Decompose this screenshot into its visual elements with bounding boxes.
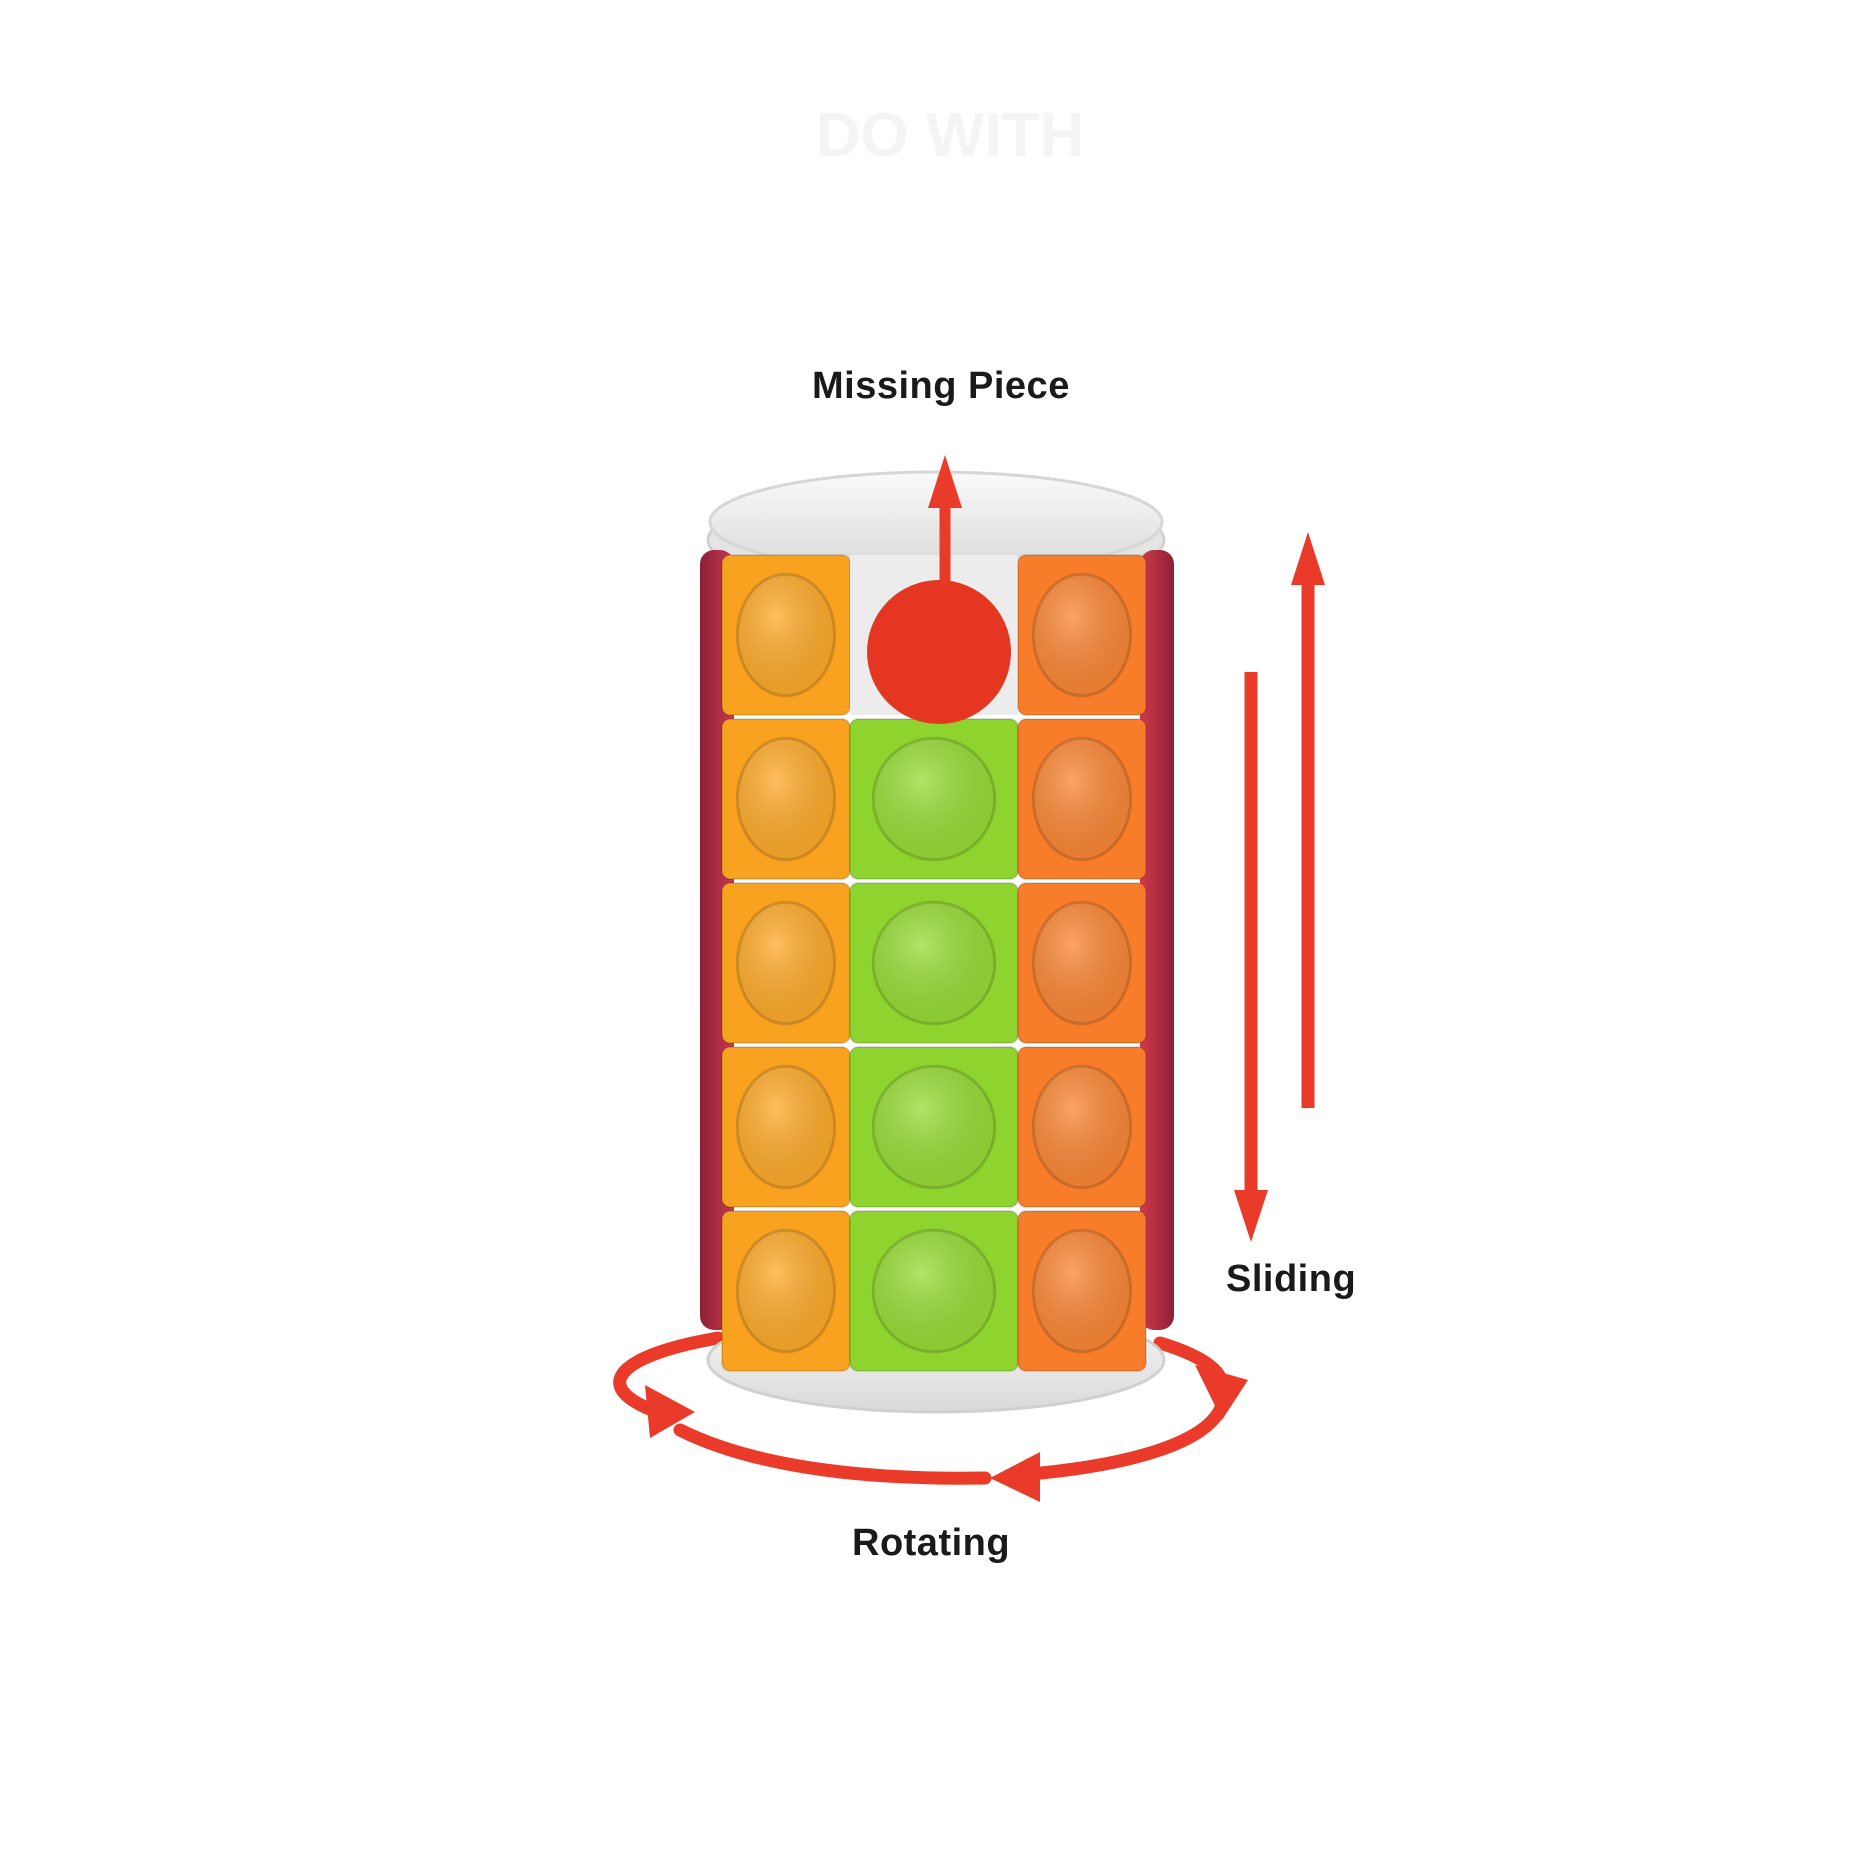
rotate-arrowhead-left <box>645 1385 695 1438</box>
faint-background-text: DO WITH <box>815 101 1085 170</box>
tile-bump-shade <box>873 1066 995 1188</box>
tile-bump-shade <box>1033 902 1131 1024</box>
tile-bump-shade <box>873 1230 995 1352</box>
tile-bump-shade <box>1033 1230 1131 1352</box>
rotate-arrowhead-right <box>1195 1365 1248 1420</box>
slide-up-arrowhead <box>1291 532 1325 585</box>
tile-bump-shade <box>737 1066 835 1188</box>
missing-piece-label: Missing Piece <box>812 365 1070 407</box>
tile-bump-shade <box>737 738 835 860</box>
tile-bump-shade <box>873 902 995 1024</box>
sliding-label: Sliding <box>1226 1258 1357 1300</box>
tile-bump-shade <box>737 1230 835 1352</box>
rotate-arc-bottom-left <box>673 1423 992 1485</box>
missing-piece-arrowhead <box>928 455 962 508</box>
tile-bump-shade <box>1033 574 1131 696</box>
rotating-label: Rotating <box>852 1522 1011 1564</box>
tile-bump-shade <box>1033 738 1131 860</box>
rotate-arc-left <box>613 1331 725 1417</box>
right-side-strip <box>1140 550 1174 1330</box>
tile-bump-shade <box>873 738 995 860</box>
rotate-arrowhead-bottom <box>990 1452 1040 1502</box>
sliding-arrows <box>1234 532 1325 1242</box>
tile-bump-shade <box>737 574 835 696</box>
slide-down-arrowhead <box>1234 1190 1268 1242</box>
tile-bump-shade <box>737 902 835 1024</box>
missing-piece-indicator <box>867 455 1011 724</box>
missing-piece-marker <box>867 580 1011 724</box>
rotate-arc-bottom-right <box>1013 1398 1229 1482</box>
tile-bump-shade <box>1033 1066 1131 1188</box>
rotating-arrows <box>613 1331 1248 1502</box>
